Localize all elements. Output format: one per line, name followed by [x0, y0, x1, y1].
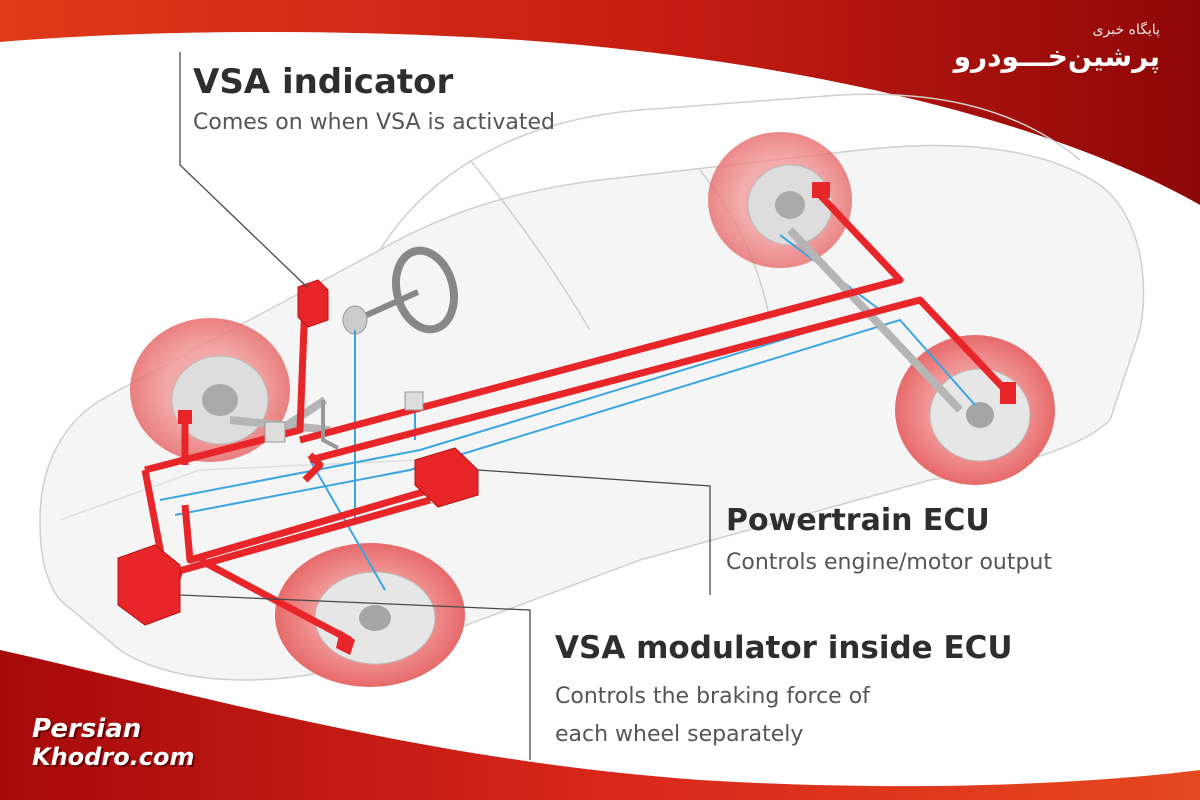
top-banner [0, 0, 1200, 205]
wheel-rear-left [708, 132, 852, 268]
brand-en-line1: Persian [32, 714, 142, 744]
vsa-modulator-title: VSA modulator inside ECU [555, 630, 1013, 666]
callout-vsa-modulator: VSA modulator inside ECU Controls the br… [555, 630, 1013, 754]
powertrain-ecu-desc: Controls engine/motor output [726, 550, 1053, 575]
powertrain-ecu-title: Powertrain ECU [726, 503, 990, 538]
brand-logo-persian: پایگاه خبری پرشین‌خـــودرو [954, 22, 1160, 73]
vsa-indicator-desc: Comes on when VSA is activated [193, 110, 556, 135]
vsa-modulator-desc: Controls the braking force of each wheel… [555, 678, 1013, 754]
brand-en-line2: Khodro.com [32, 743, 195, 771]
vsa-modulator-desc-line1: Controls the braking force of [555, 684, 870, 709]
brand-fa-big: پرشین‌خـــودرو [953, 40, 1160, 73]
callout-vsa-indicator: VSA indicator Comes on when VSA is activ… [193, 62, 555, 135]
brand-logo-english: Persian Khodro.com [32, 715, 195, 771]
powertrain-ecu-block [414, 447, 479, 508]
vsa-indicator-block [297, 279, 329, 328]
vsa-modulator-desc-line2: each wheel separately [555, 722, 804, 747]
vsa-indicator-title: VSA indicator [193, 62, 454, 102]
wheel-rear-right [895, 335, 1055, 485]
sensor-box [404, 391, 424, 411]
steering-wheel [358, 246, 458, 334]
bottom-banner [0, 650, 1200, 800]
vsa-modulator-block [117, 544, 181, 626]
callout-powertrain-ecu: Powertrain ECU Controls engine/motor out… [726, 503, 1052, 575]
leader-lines [179, 52, 711, 760]
pedal-sensor [264, 421, 286, 443]
steering-sensor [342, 305, 368, 335]
brand-fa-small: پایگاه خبری [1092, 22, 1160, 38]
